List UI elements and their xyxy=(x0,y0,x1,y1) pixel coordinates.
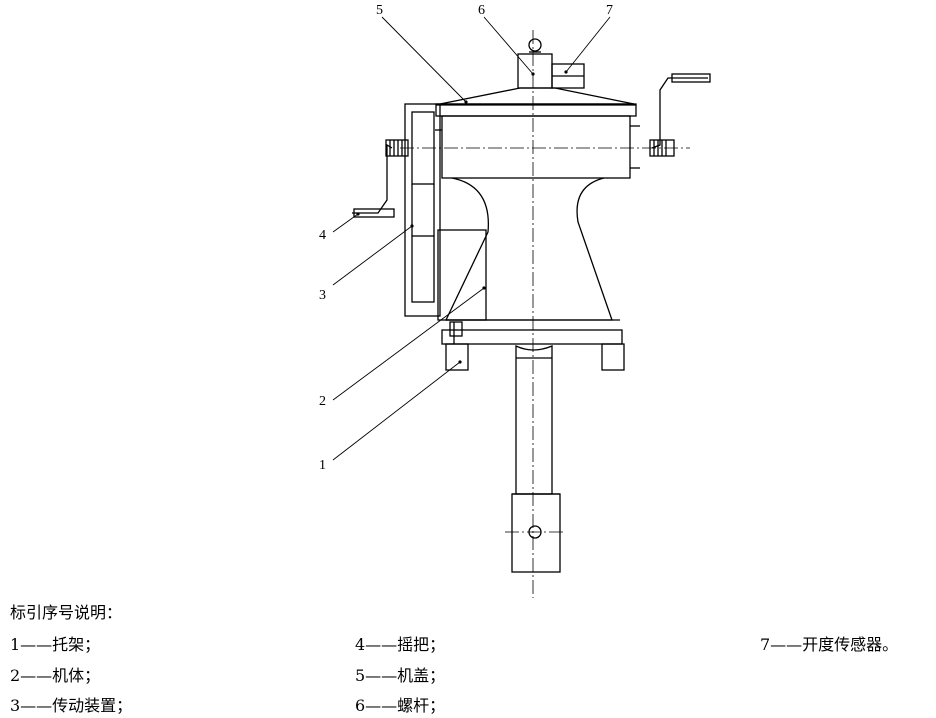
callout-3: 3 xyxy=(319,288,326,303)
legend-item-3: 3——传动装置； xyxy=(10,696,133,715)
lifting-eye xyxy=(528,38,542,52)
legend-item-7: 7——开度传感器。 xyxy=(760,635,899,654)
main-drum xyxy=(441,115,631,179)
gate-connector xyxy=(511,493,561,573)
left-crank xyxy=(352,143,393,214)
callout-1: 1 xyxy=(319,458,326,473)
left-foot xyxy=(445,343,469,371)
callout-7: 7 xyxy=(606,3,613,18)
legend-title: 标引序号说明： xyxy=(10,603,123,622)
screw-column xyxy=(515,344,553,495)
callout-4: 4 xyxy=(319,228,326,243)
callout-6: 6 xyxy=(478,3,485,18)
legend-item-2: 2——机体； xyxy=(10,666,101,685)
legend-item-6: 6——螺杆； xyxy=(355,696,446,715)
legend-item-4: 4——摇把； xyxy=(355,635,446,654)
cover-flange xyxy=(435,103,637,117)
machine-body xyxy=(444,177,613,321)
callout-5: 5 xyxy=(376,3,383,18)
body-bracket xyxy=(437,229,487,321)
right-foot xyxy=(601,343,625,371)
screw-housing xyxy=(517,53,553,89)
transmission-housing xyxy=(404,103,441,317)
mechanical-drawing: 5 6 7 4 3 2 1 xyxy=(319,3,711,598)
legend-item-5: 5——机盖； xyxy=(355,666,446,685)
callout-2: 2 xyxy=(319,394,326,409)
machine-cover xyxy=(439,87,635,105)
base-flange xyxy=(441,329,623,345)
legend-item-1: 1——托架； xyxy=(10,635,101,654)
right-crank xyxy=(651,77,708,149)
